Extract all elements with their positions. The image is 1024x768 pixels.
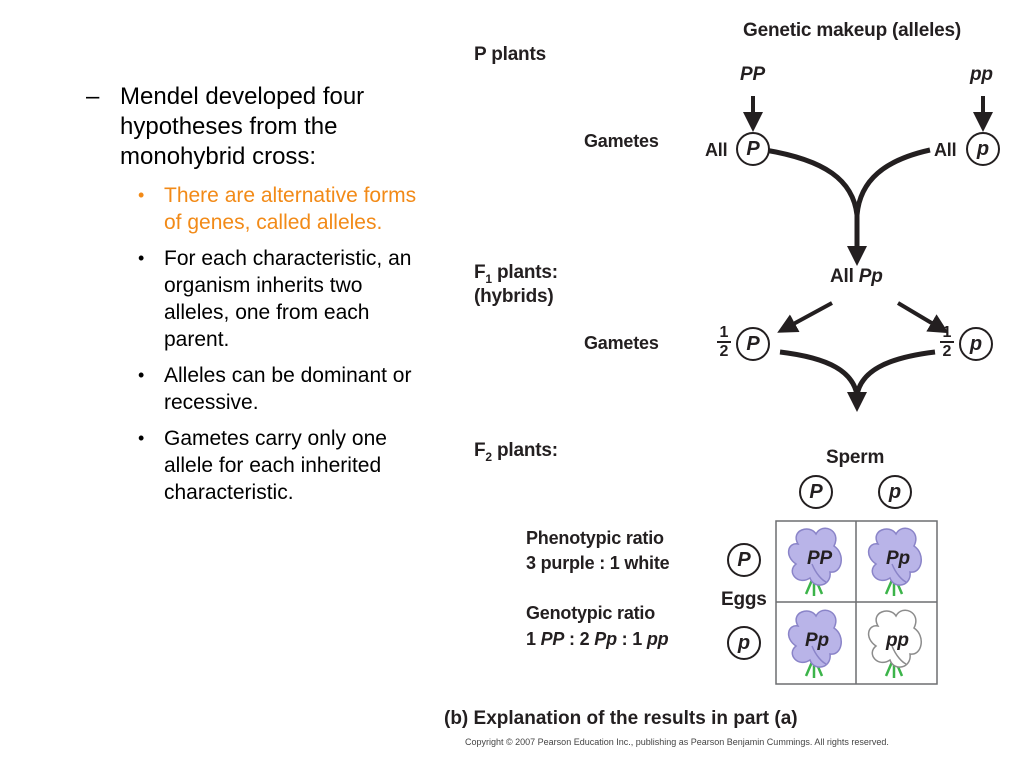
hypotheses-list: • There are alternative forms of genes, … xyxy=(86,182,431,506)
eggs-label: Eggs xyxy=(721,589,767,610)
main-bullet: – Mendel developed four hypotheses from … xyxy=(86,82,431,172)
bullet-dot: • xyxy=(138,248,145,268)
bullet-dot: • xyxy=(138,428,145,448)
egg-p-circle: p xyxy=(727,626,761,660)
merge2-right-curve xyxy=(854,349,936,396)
all-pp-label: All Pp xyxy=(830,266,883,287)
all-label: All xyxy=(705,140,728,160)
punnett-genotype: Pp xyxy=(886,548,910,569)
allele-P-circle: P xyxy=(736,132,770,166)
hypothesis-item: • Alleles can be dominant or recessive. xyxy=(136,362,431,416)
hypothesis-text: For each characteristic, an organism inh… xyxy=(164,247,412,351)
mendel-cross-diagram: Genetic makeup (alleles) P plants PP pp … xyxy=(440,0,1024,768)
bullet-dash: – xyxy=(86,83,100,110)
gametes-label-2: Gametes xyxy=(584,333,659,353)
genotypic-ratio-value: 1 PP : 2 Pp : 1 pp xyxy=(526,629,669,649)
hypothesis-text: Alleles can be dominant or recessive. xyxy=(164,364,412,414)
p-plants-label: P plants xyxy=(474,44,546,65)
punnett-genotype: Pp xyxy=(805,630,829,651)
hypothesis-item: • Gametes carry only one allele for each… xyxy=(136,425,431,506)
hypothesis-text: Gametes carry only one allele for each i… xyxy=(164,427,387,504)
bullet-text-column: – Mendel developed four hypotheses from … xyxy=(86,82,431,515)
punnett-genotype: PP xyxy=(807,548,832,569)
hypothesis-text: There are alternative forms of genes, ca… xyxy=(164,184,417,234)
allele-p-circle: p xyxy=(959,327,993,361)
phenotypic-ratio-title: Phenotypic ratio xyxy=(526,528,664,548)
figure-caption: (b) Explanation of the results in part (… xyxy=(444,708,798,729)
sperm-p-circle: p xyxy=(878,475,912,509)
arrow-split-right xyxy=(896,301,949,334)
copyright-notice: Copyright © 2007 Pearson Education Inc.,… xyxy=(465,737,889,747)
punnett-genotype: pp xyxy=(886,630,909,651)
genotypic-ratio-title: Genotypic ratio xyxy=(526,603,656,623)
hypothesis-item: • There are alternative forms of genes, … xyxy=(136,182,431,236)
f1-plants-label: F1 plants: xyxy=(474,262,558,286)
phenotypic-ratio-value: 3 purple : 1 white xyxy=(526,553,670,573)
arrow-split-left xyxy=(777,301,833,333)
allele-p-circle: p xyxy=(966,132,1000,166)
hybrids-label: (hybrids) xyxy=(474,286,554,307)
punnett-flowers xyxy=(787,527,922,680)
allele-P-circle: P xyxy=(736,327,770,361)
merge2-left-curve xyxy=(779,349,860,396)
genetic-makeup-header: Genetic makeup (alleles) xyxy=(743,20,962,41)
bullet-dot: • xyxy=(138,365,145,385)
bullet-dot: • xyxy=(138,185,145,205)
sperm-label: Sperm xyxy=(826,447,885,468)
egg-P-circle: P xyxy=(727,543,761,577)
gametes-label: Gametes xyxy=(584,131,659,151)
main-bullet-text: Mendel developed four hypotheses from th… xyxy=(120,83,365,170)
genotype-pp: pp xyxy=(970,64,993,85)
merge-right-curve xyxy=(854,147,931,216)
f2-plants-label: F2 plants: xyxy=(474,440,558,464)
genotype-PP: PP xyxy=(740,64,765,85)
all-label: All xyxy=(934,140,957,160)
sperm-P-circle: P xyxy=(799,475,833,509)
hypothesis-item: • For each characteristic, an organism i… xyxy=(136,245,431,353)
